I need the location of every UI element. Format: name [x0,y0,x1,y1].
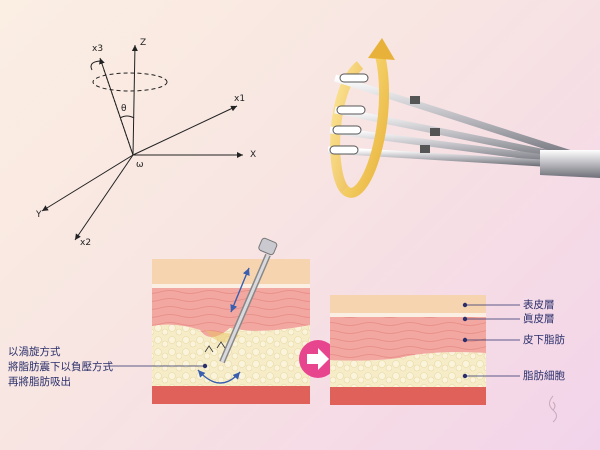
rotation-arrow-head [368,38,395,60]
axis-label-y: Y [36,210,42,220]
rotation-arrow-front [341,53,389,198]
brand-logo-icon [549,395,557,423]
transition-arrow-icon [299,340,337,378]
label-subcutaneous-fat: 皮下脂肪 [523,334,565,346]
cannula-tubes [327,73,600,178]
label-epidermis: 表皮層 [523,299,555,311]
procedure-note: 以渦旋方式 將脂肪震下以負壓方式 再將脂肪吸出 [8,345,113,390]
axes-lines [41,44,243,241]
procedure-note-line-1: 以渦旋方式 [8,346,61,358]
axis-label-z: Z [140,38,147,48]
label-dermis: 眞皮層 [523,313,555,325]
label-fat-cells: 脂肪細胞 [523,370,565,382]
axis-label-x2: x2 [80,238,92,248]
axis-label-x1: x1 [234,94,246,104]
procedure-note-line-3: 再將脂肪吸出 [8,376,71,388]
axis-label-theta: θ [121,104,127,114]
axis-label-omega: ω [136,160,144,170]
axis-label-x: X [250,150,257,160]
procedure-note-line-2: 將脂肪震下以負壓方式 [8,361,113,373]
axis-label-x3: x3 [92,44,104,54]
